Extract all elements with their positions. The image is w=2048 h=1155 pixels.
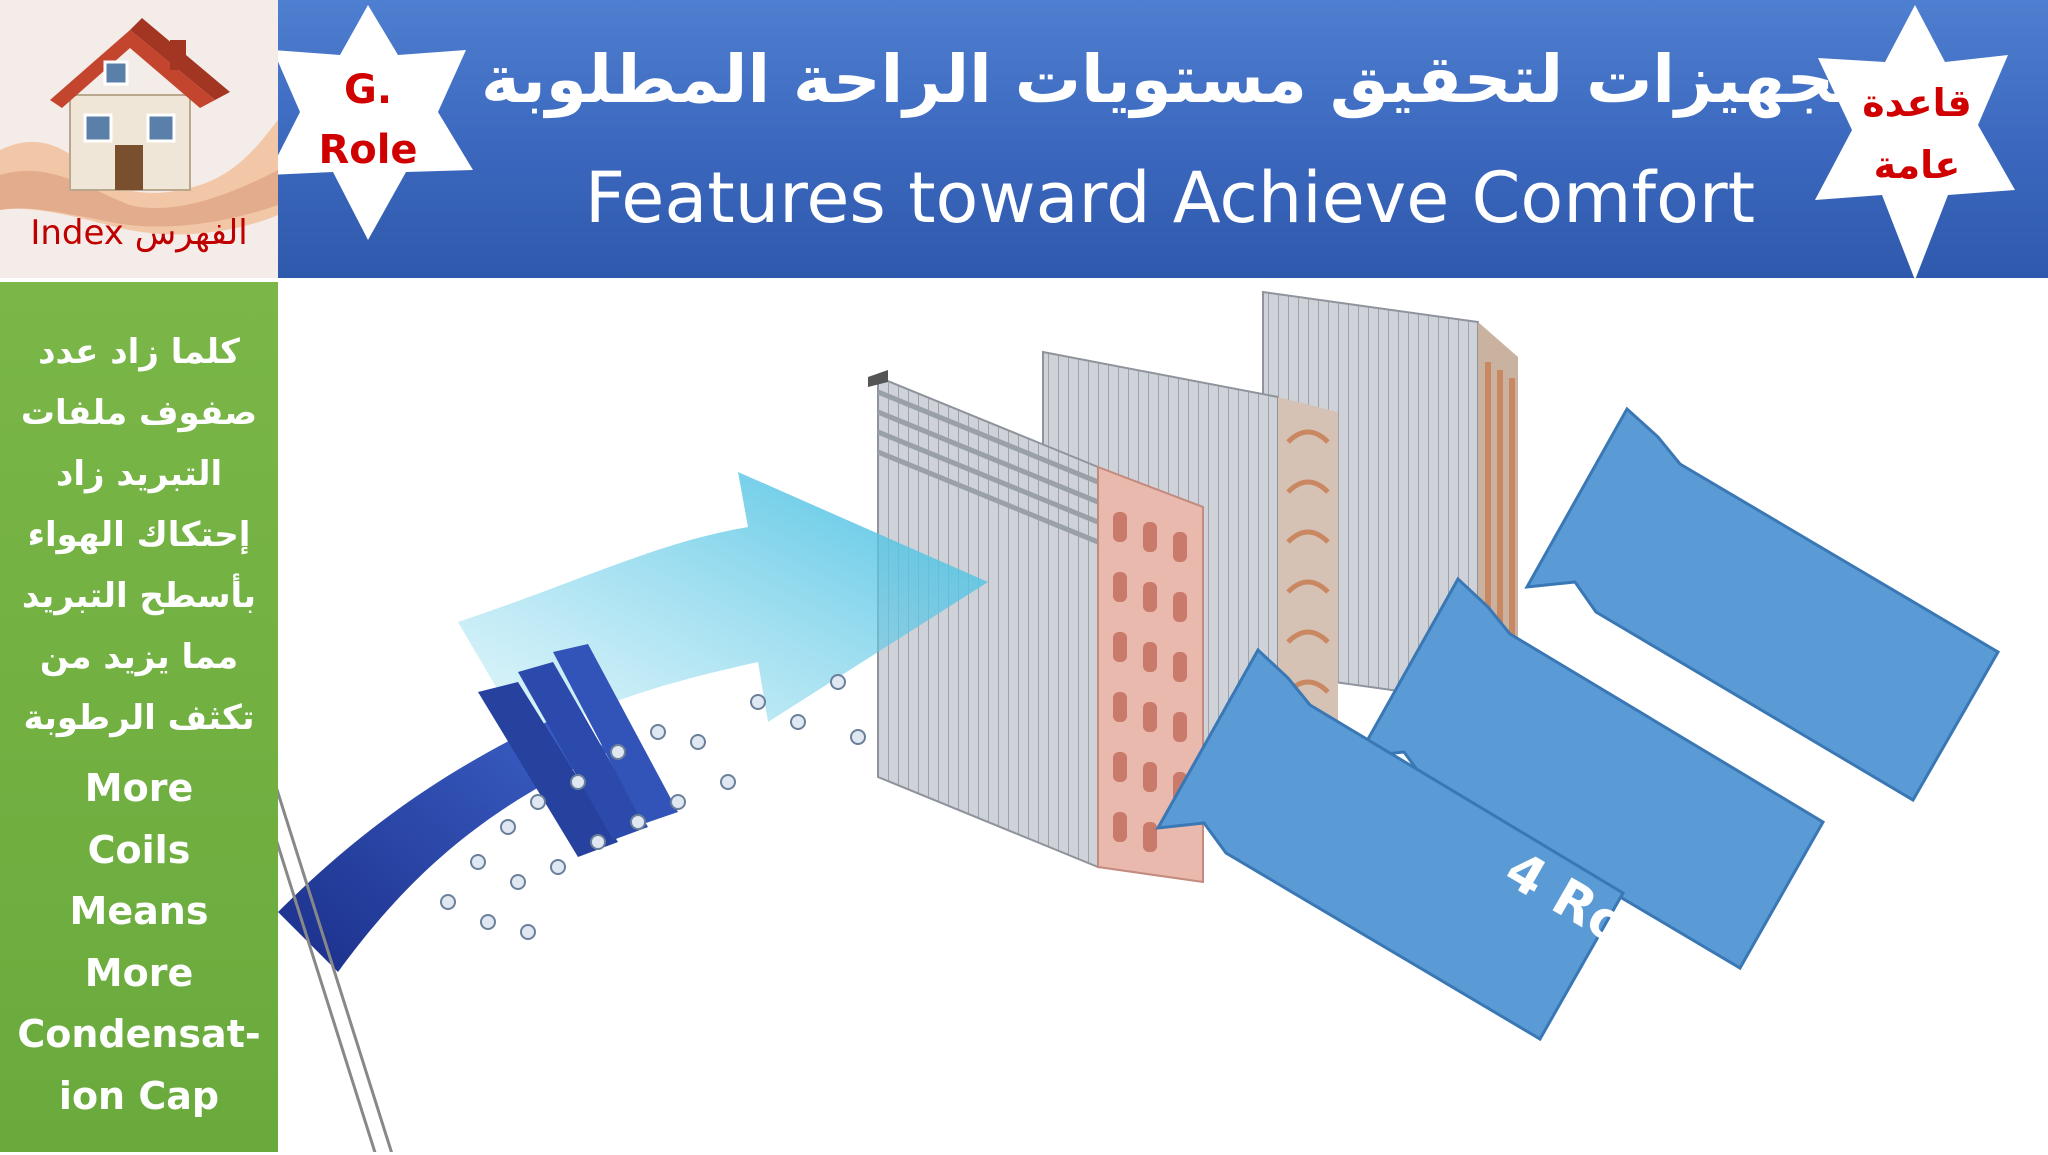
sidebar-ar-line: بأسطح التبريد bbox=[21, 576, 257, 616]
house-in-hands-icon bbox=[0, 0, 278, 278]
general-rule-badge-text: قاعدة عامة bbox=[1852, 72, 1982, 196]
title-arabic: تجهيزات لتحقيق مستويات الراحة المطلوبة bbox=[481, 41, 1859, 118]
sidebar-en-line: Means bbox=[69, 889, 209, 933]
sidebar-ar-line: إحتكاك الهواء bbox=[27, 515, 251, 555]
callout-arrow-3-rows[interactable] bbox=[1524, 406, 2001, 803]
sidebar-en-line: ion Cap bbox=[58, 1073, 220, 1118]
sidebar-ar-line: تكثف الرطوبة bbox=[23, 698, 255, 738]
sidebar-ar-line: التبريد زاد bbox=[55, 454, 223, 494]
g-role-star-badge[interactable] bbox=[248, 0, 488, 250]
g-role-line2: Role bbox=[318, 127, 418, 173]
sidebar-en-line: Condensat- bbox=[17, 1012, 261, 1056]
sidebar-panel bbox=[0, 282, 278, 1152]
water-droplets bbox=[440, 674, 866, 940]
moist-air-wave bbox=[278, 644, 678, 1152]
callout-arrow-6-rows[interactable] bbox=[1155, 647, 1626, 1042]
title-english: Features toward Achieve Comfort bbox=[584, 157, 1756, 239]
coil-illustration bbox=[278, 290, 2001, 1152]
sidebar-en-line: Coils bbox=[87, 827, 191, 872]
sidebar-arabic-text: كلما زاد عدد صفوف ملفات التبريد زاد إحتك… bbox=[8, 322, 270, 749]
general-rule-star-badge[interactable] bbox=[1800, 0, 2030, 285]
header-bar bbox=[278, 0, 2048, 278]
general-rule-line2: عامة bbox=[1873, 143, 1961, 187]
g-role-badge-text: G. Role bbox=[298, 60, 438, 180]
sidebar-ar-line: مما يزيد من bbox=[39, 637, 239, 677]
general-rule-line1: قاعدة bbox=[1862, 81, 1972, 125]
sidebar-english-text: More Coils Means More Condensat- ion Cap bbox=[8, 758, 270, 1127]
index-label: Index الفهرس bbox=[30, 213, 248, 253]
sidebar-ar-line: كلما زاد عدد bbox=[38, 332, 240, 372]
g-role-line1: G. bbox=[343, 67, 393, 113]
sidebar-en-line: More bbox=[84, 950, 194, 995]
coil-3-rows bbox=[868, 370, 1204, 884]
index-button[interactable] bbox=[0, 0, 278, 278]
sidebar-ar-line: صفوف ملفات bbox=[20, 393, 258, 433]
sidebar-en-line: More bbox=[84, 766, 194, 810]
